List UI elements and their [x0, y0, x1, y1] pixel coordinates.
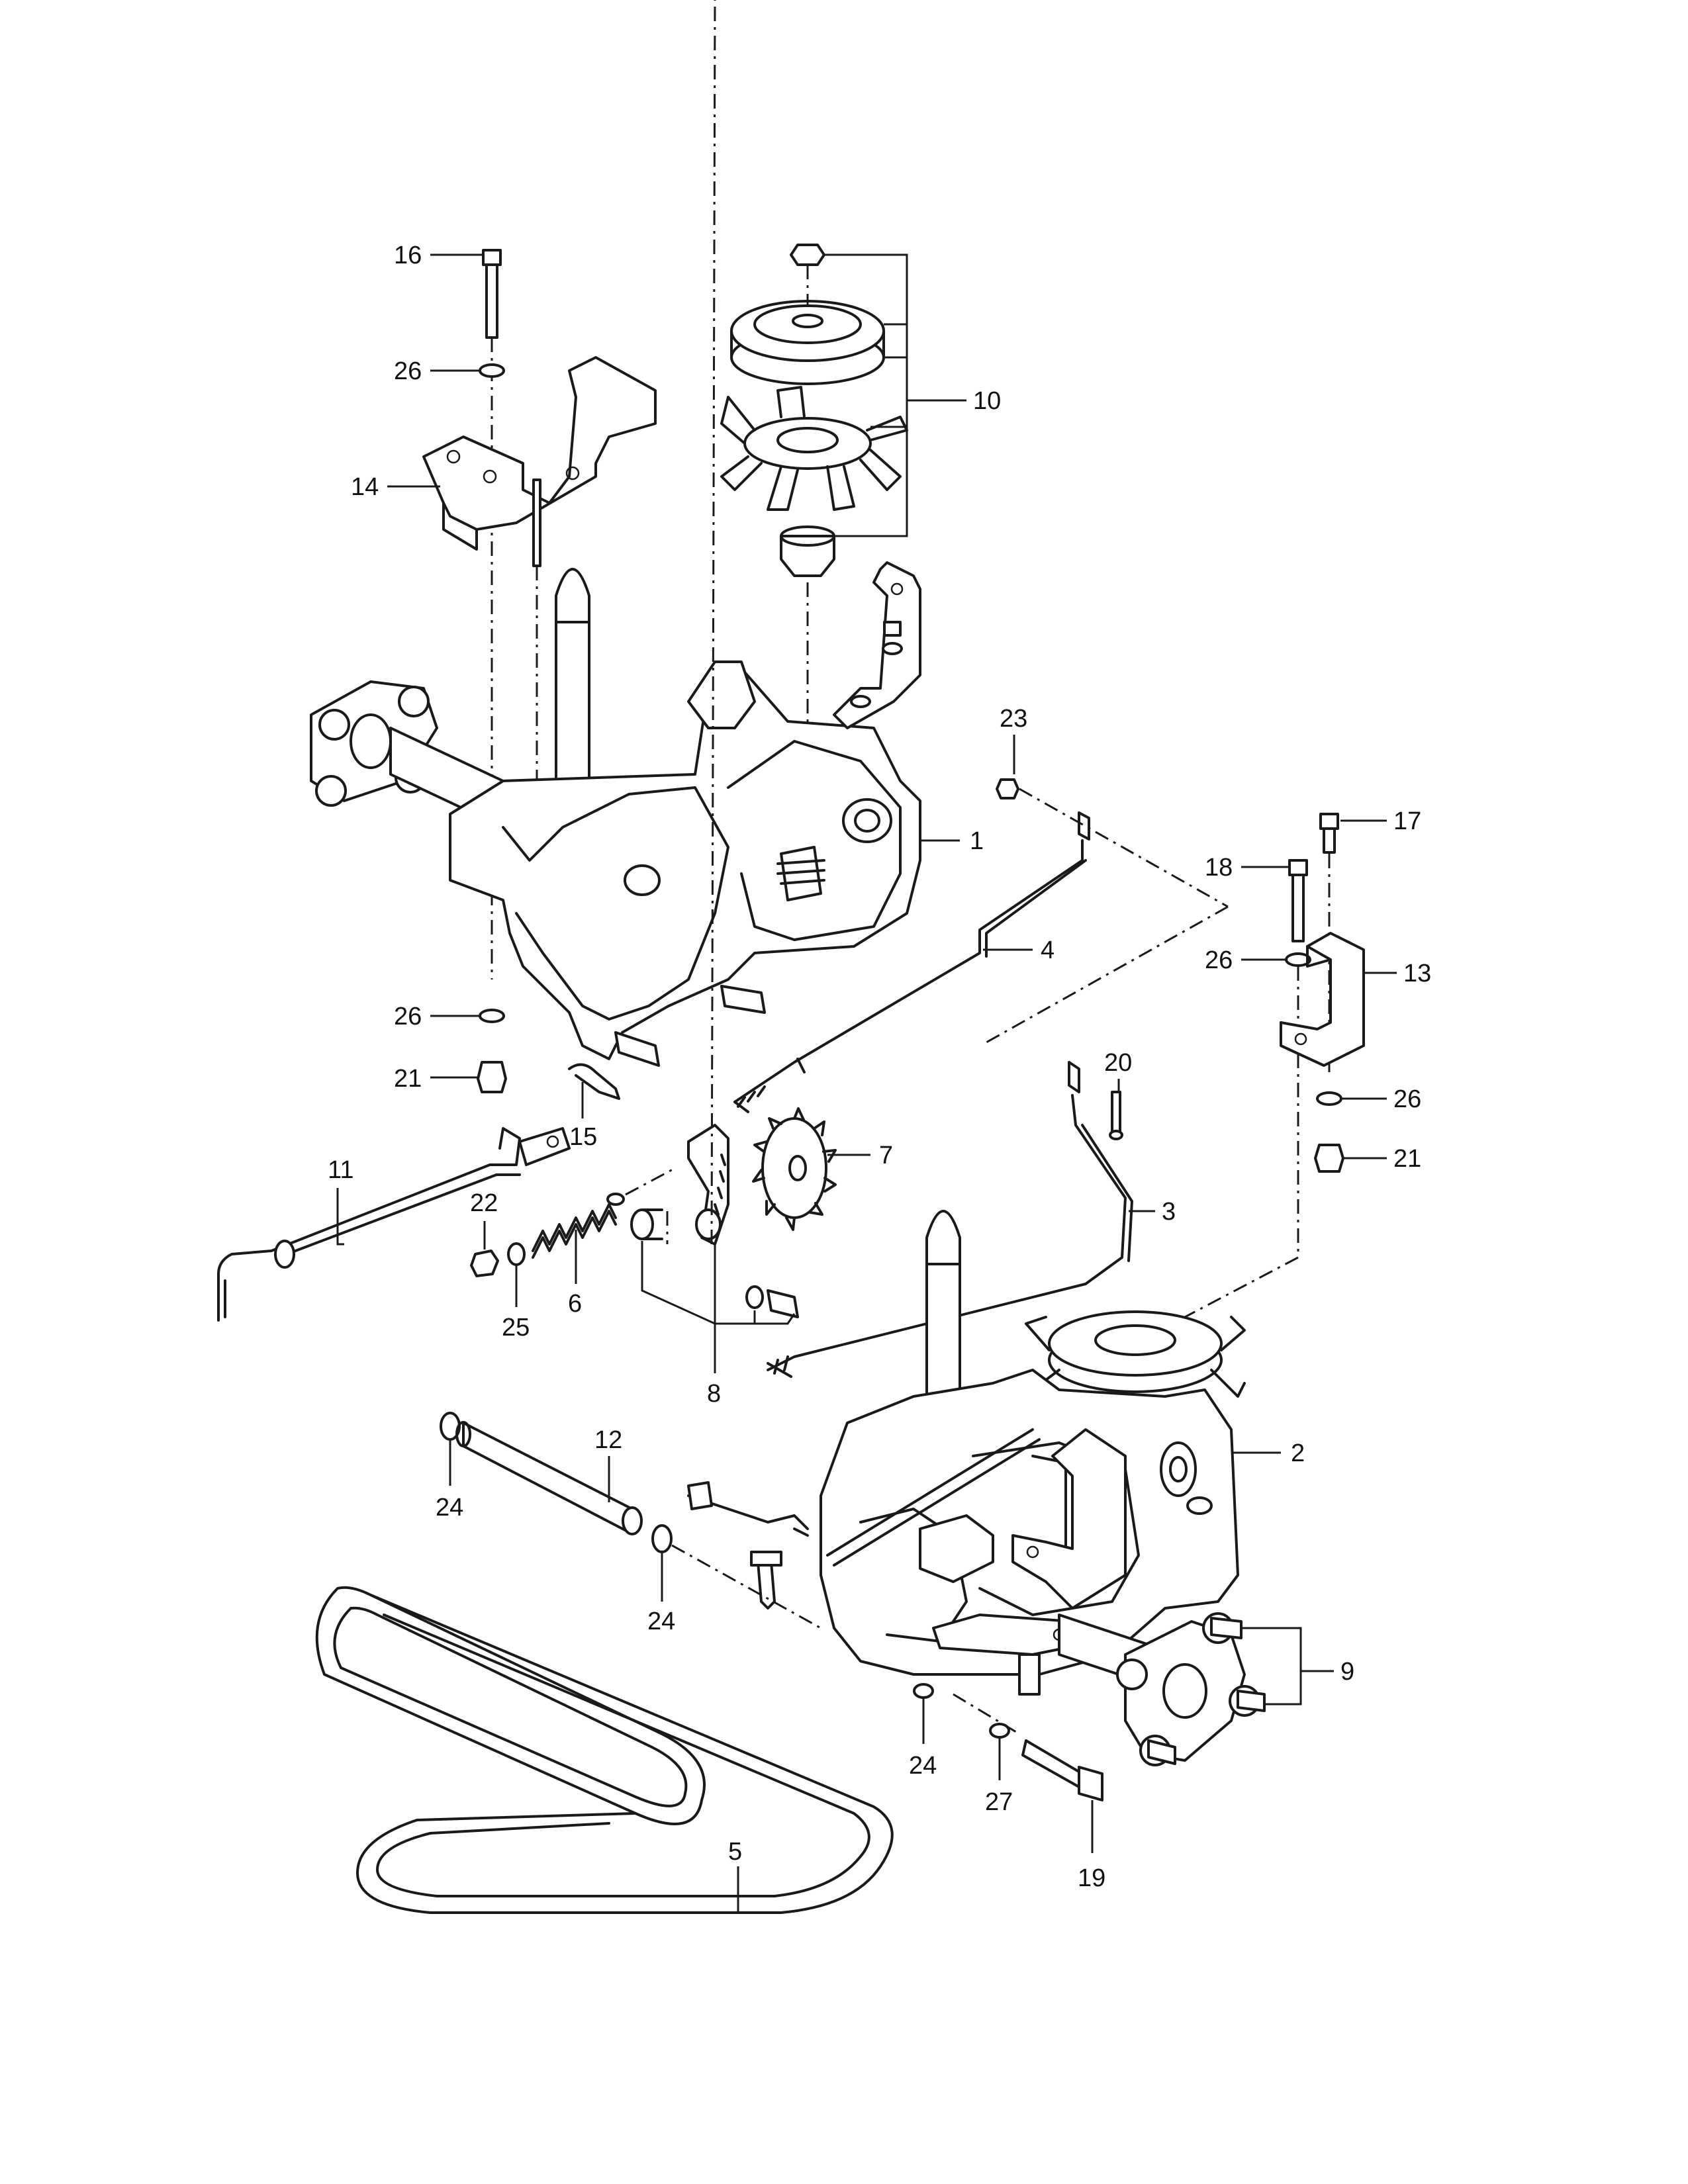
callout-24-a: 24: [436, 1494, 463, 1522]
callout-10: 10: [973, 387, 1001, 415]
part-5-belt: [315, 1586, 894, 1914]
part-26-washer-right-bottom: [1316, 1091, 1342, 1106]
part-20-bolt: [1109, 1091, 1123, 1140]
part-22-nut: [470, 1250, 499, 1277]
part-1-transaxle: [310, 561, 921, 1067]
callout-24-b: 24: [647, 1608, 675, 1635]
axis-line-23: [1019, 788, 1229, 908]
part-11-rod: [217, 1127, 571, 1322]
part-7-gear: [752, 1107, 837, 1231]
callout-6: 6: [568, 1290, 582, 1318]
part-2-transaxle: [687, 1210, 1246, 1696]
callout-24-c: 24: [909, 1752, 937, 1780]
callout-7: 7: [879, 1142, 893, 1169]
part-13-bracket: [1280, 932, 1365, 1067]
part-15-clip: [568, 1063, 620, 1100]
leader-11: [336, 1188, 344, 1246]
callout-14: 14: [351, 473, 379, 501]
part-6-spring: [532, 1203, 617, 1259]
callout-18: 18: [1205, 854, 1233, 882]
callout-26-a: 26: [394, 357, 422, 385]
callout-1: 1: [970, 827, 984, 855]
axis-line-18b: [1184, 1256, 1299, 1318]
callout-15: 15: [569, 1123, 597, 1151]
part-18-bolt: [1288, 859, 1308, 942]
axis-line-19: [953, 1693, 1020, 1735]
callout-25: 25: [502, 1314, 530, 1342]
callout-20: 20: [1104, 1049, 1132, 1077]
part-26-washer-top: [479, 363, 505, 378]
callout-4: 4: [1041, 936, 1055, 964]
callout-27: 27: [985, 1788, 1013, 1816]
part-25-washer: [507, 1242, 526, 1266]
callout-2: 2: [1291, 1439, 1305, 1467]
part-8-bellcrank: [630, 1124, 799, 1318]
part-24-washer-b: [651, 1524, 673, 1553]
part-19-bolt: [1021, 1739, 1103, 1801]
axis-line-23b: [986, 905, 1229, 1044]
part-3-rod: [767, 1061, 1133, 1378]
callout-23: 23: [1000, 705, 1027, 733]
callout-13: 13: [1403, 960, 1431, 987]
leader-9: [1241, 1627, 1334, 1706]
part-21-nut-left: [477, 1061, 507, 1093]
callout-21-left: 21: [394, 1065, 422, 1093]
part-21-nut-right: [1314, 1144, 1344, 1173]
callout-9: 9: [1340, 1658, 1354, 1686]
washer-small: [606, 1193, 625, 1206]
part-9-wheel-hub: [1116, 1612, 1266, 1766]
callout-5: 5: [728, 1838, 742, 1866]
callout-3: 3: [1162, 1198, 1176, 1226]
callout-16: 16: [394, 242, 422, 269]
callout-19: 19: [1078, 1864, 1105, 1892]
part-16-bolt: [482, 249, 502, 339]
callout-26-d: 26: [1393, 1085, 1421, 1113]
callout-26-b: 26: [394, 1003, 422, 1030]
part-4-rod: [733, 811, 1090, 1113]
callout-8: 8: [707, 1380, 721, 1408]
callout-12: 12: [594, 1426, 622, 1454]
callout-26-c: 26: [1205, 946, 1233, 974]
part-26-washer-left: [479, 1009, 505, 1023]
callout-22: 22: [470, 1189, 498, 1217]
part-17-bolt: [1319, 813, 1339, 854]
part-10-pulley-fan: [720, 244, 908, 577]
part-24-washer-c: [913, 1683, 934, 1699]
callout-17: 17: [1393, 807, 1421, 835]
leader-10: [824, 253, 966, 537]
part-14-bracket: [422, 356, 657, 567]
callout-11: 11: [328, 1156, 353, 1184]
part-12-spacer-tube: [455, 1421, 643, 1535]
axis-line-6: [625, 1167, 676, 1196]
axis-line-12: [671, 1544, 821, 1629]
axis-line-8b: [710, 0, 716, 1245]
part-23-nut: [996, 778, 1019, 799]
callout-21-right: 21: [1393, 1145, 1421, 1173]
